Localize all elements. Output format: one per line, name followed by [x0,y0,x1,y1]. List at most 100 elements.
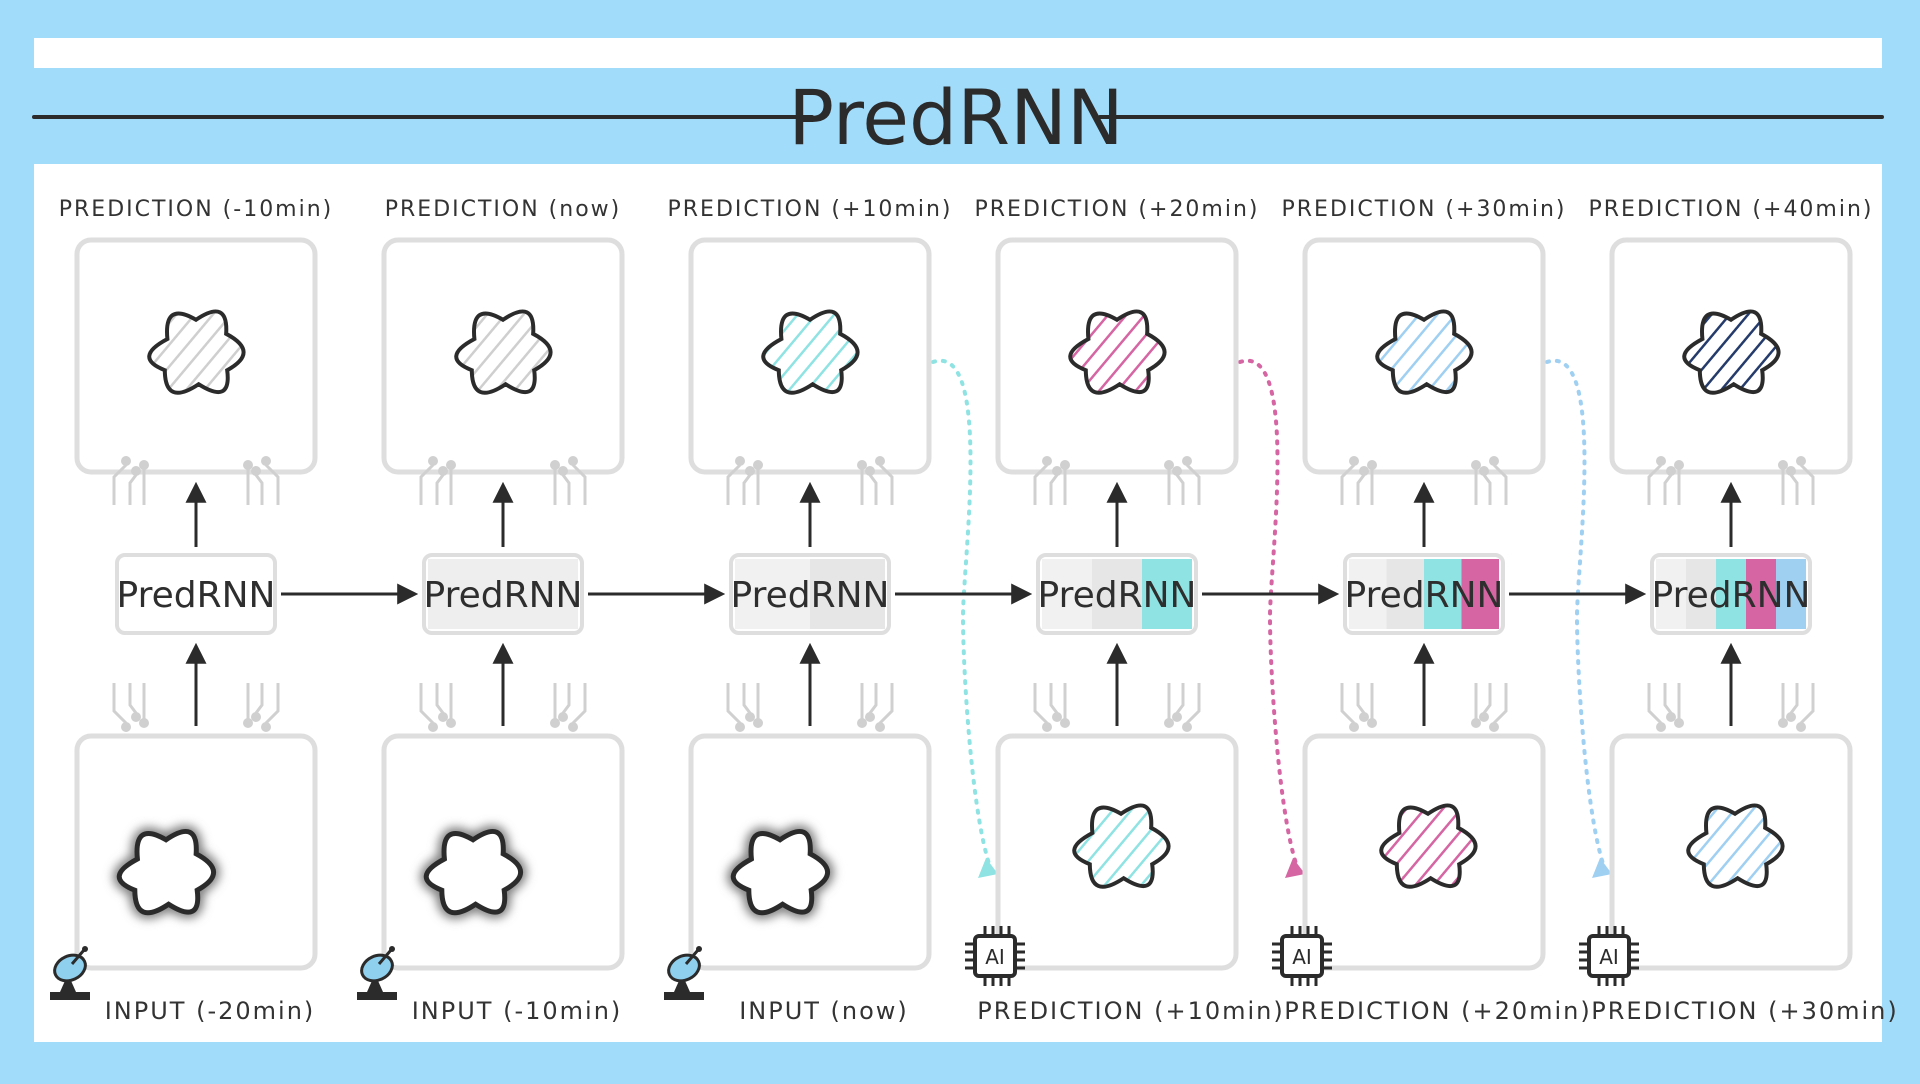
main-panel [34,38,1882,1042]
circuit-node [428,456,438,466]
prediction-cloud [1375,309,1474,395]
circuit-node [745,466,755,476]
circuit-node [1359,466,1369,476]
circuit-node [446,460,456,470]
circuit-node [1471,460,1481,470]
circuit-node [428,722,438,732]
satellite-dish-icon [664,946,704,1000]
circuit-node [558,466,568,476]
bottom-label: PREDICTION (+20min) [1284,997,1591,1025]
feedback-arrow-head [1285,858,1305,878]
circuit-node [243,718,253,728]
circuit-node [1674,460,1684,470]
circuit-node [261,456,271,466]
satellite-dish-icon [50,946,90,1000]
circuit-node [1489,456,1499,466]
memory-segment [1349,559,1387,629]
circuit-node [1164,718,1174,728]
cloud-shape [1379,803,1478,889]
prediction-cloud [147,309,246,395]
columns: PREDICTION (-10min) PredRNN INPUT (-20min)… [50,197,1897,1025]
circuit-traces [112,456,280,505]
cloud-outline [116,828,217,916]
memory-segment [1656,559,1686,629]
block-border [115,553,277,635]
memory-segment [1716,559,1746,629]
top-label: PREDICTION (-10min) [59,197,334,222]
circuit-node [121,456,131,466]
memory-segment [1386,559,1424,629]
feedback-arrows [931,358,1612,878]
bottom-label: INPUT (-20min) [105,997,316,1025]
block-label: PredRNN [424,575,583,616]
satellite-dish-icon [357,946,397,1000]
circuit-node [1479,712,1489,722]
input-cloud [1072,803,1171,889]
circuit-node [1674,718,1684,728]
circuit-node [1778,460,1788,470]
top-label: PREDICTION (+30min) [1281,197,1566,222]
circuit-node [1052,712,1062,722]
top-label: PREDICTION (+40min) [1588,197,1873,222]
input-cloud [727,825,834,919]
circuit-node [1060,718,1070,728]
circuit-node [568,722,578,732]
circuit-node [1052,466,1062,476]
circuit-node [550,460,560,470]
block-label: PredRNN [1345,575,1504,616]
block-border [422,553,584,635]
bottom-label: INPUT (now) [739,997,909,1025]
circuit-node [857,460,867,470]
memory-segment [1461,559,1499,629]
circuit-node [139,460,149,470]
circuit-node [438,466,448,476]
circuit-node [1182,722,1192,732]
circuit-node [1359,712,1369,722]
ai-chip-glyph: AI [1292,945,1312,969]
block-background [117,555,275,633]
block-border [1036,553,1198,635]
circuit-node [1666,712,1676,722]
circuit-node [251,466,261,476]
circuit-node [1489,722,1499,732]
circuit-traces [726,456,894,505]
top-label: PREDICTION (+10min) [667,197,952,222]
circuit-node [865,712,875,722]
circuit-node [1786,466,1796,476]
circuit-node [735,456,745,466]
cloud-outline [730,828,831,916]
cloud-shape [454,309,553,395]
bottom-label: INPUT (-10min) [412,997,623,1025]
circuit-node [1656,456,1666,466]
circuit-node [1656,722,1666,732]
circuit-node [1786,712,1796,722]
circuit-traces [1033,456,1201,505]
circuit-node [1796,456,1806,466]
circuit-node [446,718,456,728]
circuit-node [857,718,867,728]
predrnn-block: PredRNN [729,553,891,635]
prediction-cloud [1682,309,1781,395]
memory-segment [1092,559,1142,629]
cloud-shape [1682,309,1781,395]
input-cloud [420,825,527,919]
predrnn-block: PredRNN [1036,553,1198,635]
circuit-node [243,460,253,470]
cloud-shape [1686,803,1785,889]
predrnn-block: PredRNN [1343,553,1505,635]
ai-chip-icon: AI [965,926,1025,986]
circuit-node [251,712,261,722]
cloud-outline [423,828,524,916]
input-cloud [113,825,220,919]
circuit-node [875,722,885,732]
memory-segment [1042,559,1092,629]
predrnn-block: PredRNN [422,553,584,635]
prediction-cloud [761,309,860,395]
circuit-node [1349,456,1359,466]
circuit-node [745,712,755,722]
predrnn-block: PredRNN [115,553,277,635]
memory-segment [428,559,578,629]
circuit-node [1172,712,1182,722]
